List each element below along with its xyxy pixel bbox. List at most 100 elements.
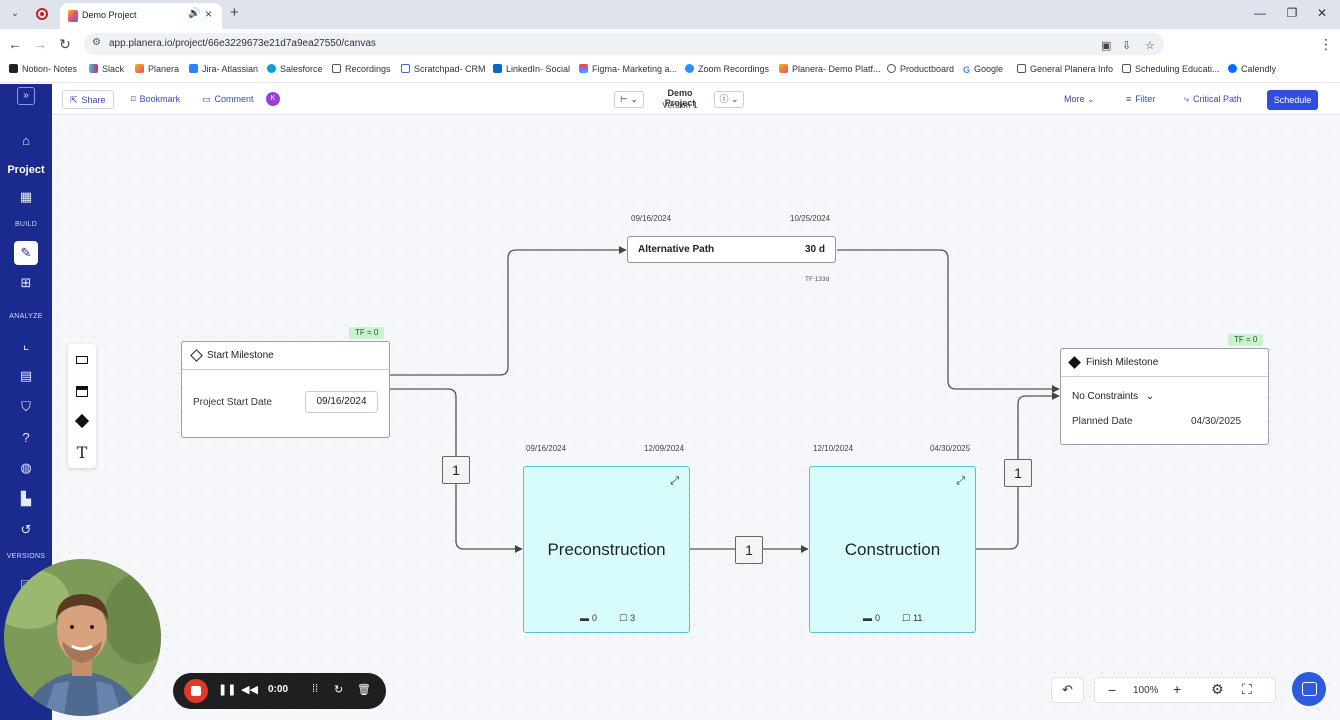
checkbox-icon: ☐ xyxy=(902,613,911,623)
expand-icon[interactable]: ⤢ xyxy=(670,475,679,487)
start-milestone-card[interactable]: Start Milestone Project Start Date 09/16… xyxy=(181,341,390,438)
bookmark-item[interactable]: Figma- Marketing a... xyxy=(579,64,677,74)
bookmark-icon: ⌑ xyxy=(131,94,136,104)
chevron-down-icon: ⌄ xyxy=(1087,94,1095,104)
lag-box[interactable]: 1 xyxy=(735,536,763,564)
tab-search-icon[interactable]: ⌄ xyxy=(10,8,20,19)
bookmark-item[interactable]: Salesforce xyxy=(267,64,323,74)
canvas-edit-icon[interactable]: ✎ xyxy=(14,241,38,265)
alt-path-end-date: 10/25/2024 xyxy=(790,214,831,223)
zoom-in-icon[interactable]: + xyxy=(1173,681,1182,697)
forward-icon[interactable]: → xyxy=(33,36,47,52)
chart-icon[interactable]: ⌞ xyxy=(22,337,30,352)
bookmark-item[interactable]: Scheduling Educati... xyxy=(1122,64,1220,74)
help-icon[interactable]: ? xyxy=(22,430,30,445)
bookmark-item[interactable]: Notion- Notes xyxy=(9,64,77,74)
back-icon[interactable]: ← xyxy=(8,36,22,52)
more-label: More xyxy=(1064,94,1085,104)
presenter-portrait xyxy=(4,559,161,716)
bookmark-item[interactable]: LinkedIn- Social xyxy=(493,64,570,74)
undo-button[interactable]: ↶ xyxy=(1051,677,1084,703)
phase-stat-b: ☐3 xyxy=(619,613,636,623)
bookmark-item[interactable]: Planera xyxy=(135,64,179,74)
expand-icon[interactable]: ⤢ xyxy=(956,475,965,487)
bookmark-item[interactable]: Scratchpad- CRM xyxy=(401,64,486,74)
critical-path-button[interactable]: ⤷Critical Path xyxy=(1177,90,1249,109)
activity-rectangle-tool-icon[interactable] xyxy=(72,350,92,370)
globe-icon[interactable]: ◍ xyxy=(20,460,32,475)
kebab-menu-icon[interactable]: ⋮ xyxy=(1319,36,1333,52)
constraint-dropdown[interactable]: No Constraints ⌄ xyxy=(1072,391,1154,402)
webcam-bubble[interactable] xyxy=(4,559,161,716)
zoom-out-icon[interactable]: − xyxy=(1108,682,1117,698)
minimize-icon[interactable]: — xyxy=(1254,6,1266,20)
share-button[interactable]: ⇱Share xyxy=(62,90,114,109)
url-text[interactable]: app.planera.io/project/66e3229673e21d7a9… xyxy=(109,38,376,49)
expand-sidebar-icon[interactable]: » xyxy=(17,87,35,105)
restart-icon[interactable]: ↻ xyxy=(334,684,344,696)
milestone-tool-icon[interactable] xyxy=(72,411,92,431)
support-chat-button[interactable] xyxy=(1292,672,1326,706)
rail-analyze-label: ANALYZE xyxy=(9,313,43,320)
close-window-icon[interactable]: ✕ xyxy=(1316,6,1328,20)
address-bar-row: ← → ↻ ⚙ app.planera.io/project/66e322967… xyxy=(0,29,1340,81)
calendar-board-icon[interactable]: ▦ xyxy=(19,189,33,204)
restore-icon[interactable]: ❐ xyxy=(1286,6,1298,20)
filter-label: Filter xyxy=(1135,94,1156,104)
speaker-icon[interactable]: 🔊 xyxy=(188,8,201,19)
project-start-date-label: Project Start Date xyxy=(193,397,272,408)
view-mode-dropdown[interactable]: ⊢ ⌄ xyxy=(614,91,644,108)
planned-date-value[interactable]: 04/30/2025 xyxy=(1191,416,1242,427)
bookmark-item[interactable]: Zoom Recordings xyxy=(685,64,769,74)
alternative-path-activity[interactable]: Alternative Path 30 d xyxy=(627,236,836,263)
filter-button[interactable]: ≡Filter xyxy=(1119,90,1162,109)
settings-gear-icon[interactable]: ⚙ xyxy=(1211,681,1224,697)
report-icon[interactable]: ▙ xyxy=(21,491,31,506)
browser-tab[interactable]: Demo Project 🔊 × xyxy=(60,3,222,29)
info-icon: ⓘ xyxy=(719,94,729,104)
bookmark-item[interactable]: Slack xyxy=(89,64,124,74)
bookmark-item[interactable]: Recordings xyxy=(332,64,391,74)
collaborator-avatar[interactable]: K xyxy=(266,92,280,106)
info-dropdown[interactable]: ⓘ ⌄ xyxy=(714,91,744,108)
table-layout-icon[interactable]: ⊞ xyxy=(20,275,32,290)
finish-milestone-card[interactable]: Finish Milestone No Constraints ⌄ Planne… xyxy=(1060,348,1269,445)
page-action-icon[interactable]: ▣ xyxy=(1101,40,1112,52)
trash-icon[interactable]: 🗑 xyxy=(357,684,371,696)
shield-icon[interactable]: ⛉ xyxy=(21,399,31,414)
construction-phase-node[interactable]: ⤢ Construction ▬0 ☐11 xyxy=(809,466,976,633)
bookmark-item[interactable]: Planera- Demo Platf... xyxy=(779,64,881,74)
bookmark-item[interactable]: General Planera Info xyxy=(1017,64,1113,74)
fit-screen-icon[interactable]: ⛶ xyxy=(1242,681,1252,697)
schedule-calendar-icon[interactable]: ▤ xyxy=(19,368,33,383)
preconstruction-phase-node[interactable]: ⤢ Preconstruction ▬0 ☐3 xyxy=(523,466,690,633)
bookmark-item[interactable]: Productboard xyxy=(887,64,954,74)
star-icon[interactable]: ☆ xyxy=(1145,40,1155,52)
lag-box[interactable]: 1 xyxy=(442,456,470,484)
chevron-down-icon: ⌄ xyxy=(1145,391,1155,402)
close-tab-icon[interactable]: × xyxy=(205,7,213,21)
pause-icon[interactable]: ❚❚ xyxy=(218,684,237,696)
history-icon[interactable]: ↺ xyxy=(20,522,32,537)
schedule-button[interactable]: Schedule xyxy=(1267,90,1318,110)
install-app-icon[interactable]: ⇩ xyxy=(1122,40,1132,52)
more-button[interactable]: More ⌄ xyxy=(1057,90,1102,109)
bookmark-item[interactable]: Calendly xyxy=(1228,64,1276,74)
project-start-date-input[interactable]: 09/16/2024 xyxy=(305,391,378,413)
phase-tool-icon[interactable] xyxy=(72,381,92,401)
comment-button[interactable]: ▭Comment xyxy=(195,90,261,109)
home-icon[interactable]: ⌂ xyxy=(22,133,30,148)
bookmark-item[interactable]: Jira- Atlassian xyxy=(189,64,258,74)
bookmark-button[interactable]: ⌑Bookmark xyxy=(124,90,187,109)
url-field[interactable]: ⚙ app.planera.io/project/66e3229673e21d7… xyxy=(84,33,1164,55)
lag-box[interactable]: 1 xyxy=(1004,459,1032,487)
zoom-controls: − 100% + ⚙ ⛶ xyxy=(1094,677,1276,703)
text-tool-icon[interactable]: T xyxy=(76,442,88,462)
reload-icon[interactable]: ↻ xyxy=(59,36,71,52)
site-info-icon[interactable]: ⚙ xyxy=(92,37,101,48)
rewind-icon[interactable]: ◀◀ xyxy=(241,684,258,696)
new-tab-icon[interactable]: + xyxy=(230,4,239,21)
stop-recording-button[interactable] xyxy=(184,679,208,703)
grid-dots-icon[interactable]: ⁞⁞ xyxy=(312,683,319,695)
